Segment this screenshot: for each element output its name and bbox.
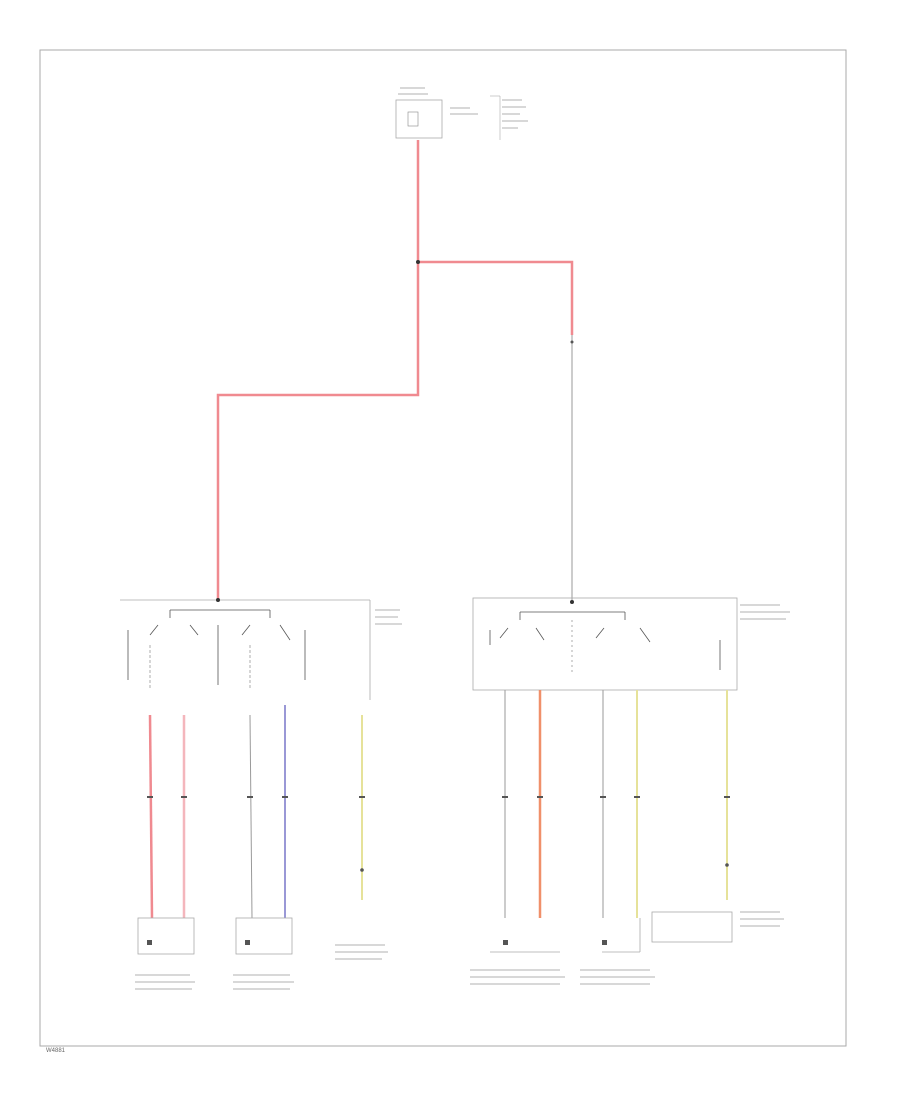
fuse-box — [395, 95, 501, 140]
motor-driver-lumbar-1 — [137, 917, 195, 955]
illegible-labels — [135, 87, 790, 990]
figure-id: W4881 — [46, 1048, 66, 1054]
wire-branch-passenger — [418, 260, 574, 335]
connector-dot — [570, 340, 574, 344]
wire-fuse-feed — [216, 140, 420, 600]
driver-output-wires — [148, 705, 363, 919]
connector-marks — [147, 796, 730, 872]
motor-passenger-lumbar-1 — [490, 940, 560, 953]
diagram-frame — [39, 49, 847, 1047]
supply-wires — [216, 140, 574, 600]
motor-passenger-lumbar-2 — [602, 918, 641, 953]
driver-seat-switch — [120, 598, 371, 700]
splice-dot — [416, 260, 420, 264]
switch-contact-right — [241, 624, 251, 636]
passenger-output-wires — [504, 690, 728, 918]
passenger-aux-box — [651, 911, 733, 943]
motor-driver-lumbar-2 — [235, 917, 293, 955]
wire-driver-1 — [148, 714, 154, 919]
switch-contact-left — [149, 624, 159, 636]
wire-driver-3 — [249, 714, 253, 919]
passenger-seat-switch — [472, 597, 738, 691]
